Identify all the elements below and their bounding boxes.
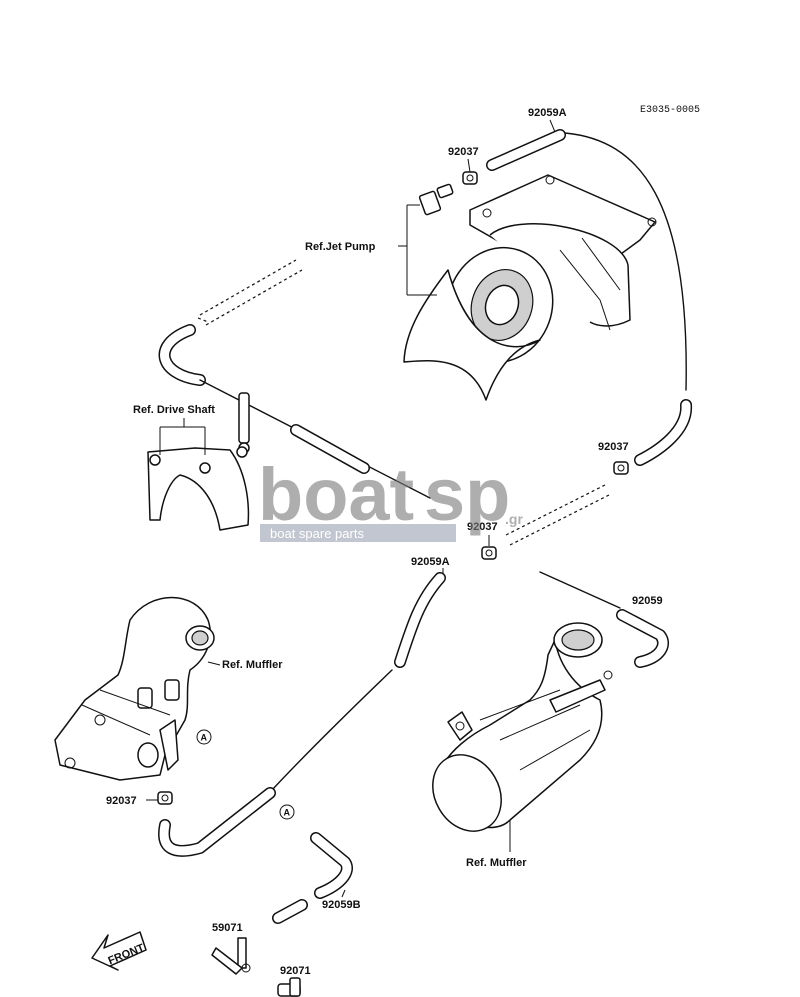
label-ref-jet-pump: Ref.Jet Pump xyxy=(305,241,376,253)
clamp-92037-bottom[interactable] xyxy=(157,791,173,805)
watermark-tagline: boat spare parts xyxy=(270,526,364,541)
marker-a-bottom: A xyxy=(279,804,295,820)
label-92037-mid: 92037 xyxy=(467,521,498,533)
hose-92059A-top[interactable] xyxy=(486,129,687,391)
watermark-logo: boat sp .gr boat spare parts xyxy=(258,453,523,542)
hose-92059A-mid[interactable] xyxy=(271,572,446,791)
tube-dashed-upper-left xyxy=(197,259,303,326)
label-ref-muffler-left: Ref. Muffler xyxy=(222,659,283,671)
hose-short-drive-shaft[interactable] xyxy=(290,424,370,474)
marker-a-left: A xyxy=(196,729,212,745)
hose-bottom-u[interactable] xyxy=(158,787,276,857)
label-92037-right: 92037 xyxy=(598,441,629,453)
clamp-92037-top[interactable] xyxy=(462,171,478,185)
drive-shaft-housing xyxy=(147,446,250,531)
watermark-suffix: .gr xyxy=(505,511,523,527)
label-92037-bottom: 92037 xyxy=(106,795,137,807)
label-92037-top: 92037 xyxy=(448,146,479,158)
label-92059A-mid: 92059A xyxy=(411,556,450,568)
watermark-brand-left: boat xyxy=(258,453,414,536)
jet-pump xyxy=(403,174,657,401)
hose-92059-elbow[interactable] xyxy=(616,609,669,668)
fitting-92071[interactable] xyxy=(277,977,301,997)
front-arrow: FRONT xyxy=(91,931,147,971)
hose-92059B[interactable] xyxy=(310,832,353,899)
label-92059A-top: 92059A xyxy=(528,107,567,119)
svg-text:A: A xyxy=(201,733,208,743)
label-92059B: 92059B xyxy=(322,899,361,911)
hose-short-bottom[interactable] xyxy=(272,899,308,924)
muffler-left xyxy=(54,596,215,781)
fitting-59071[interactable] xyxy=(211,937,251,975)
diagram-code: E3035-0005 xyxy=(640,105,700,116)
label-ref-muffler-right: Ref. Muffler xyxy=(466,857,527,869)
label-59071: 59071 xyxy=(212,922,243,934)
hose-right-vertical[interactable] xyxy=(634,399,693,466)
watermark-brand-right: sp xyxy=(424,453,510,536)
muffler-right xyxy=(432,622,613,832)
label-92059-right: 92059 xyxy=(632,595,663,607)
svg-text:A: A xyxy=(284,808,291,818)
fitting-jet-pump[interactable] xyxy=(418,183,454,216)
label-ref-drive-shaft: Ref. Drive Shaft xyxy=(133,404,215,416)
label-92071: 92071 xyxy=(280,965,311,977)
tube-dashed-right xyxy=(505,484,610,546)
clamp-92037-mid[interactable] xyxy=(481,546,497,560)
clamp-92037-right[interactable] xyxy=(613,461,629,475)
nipple-drive-shaft xyxy=(238,392,250,454)
